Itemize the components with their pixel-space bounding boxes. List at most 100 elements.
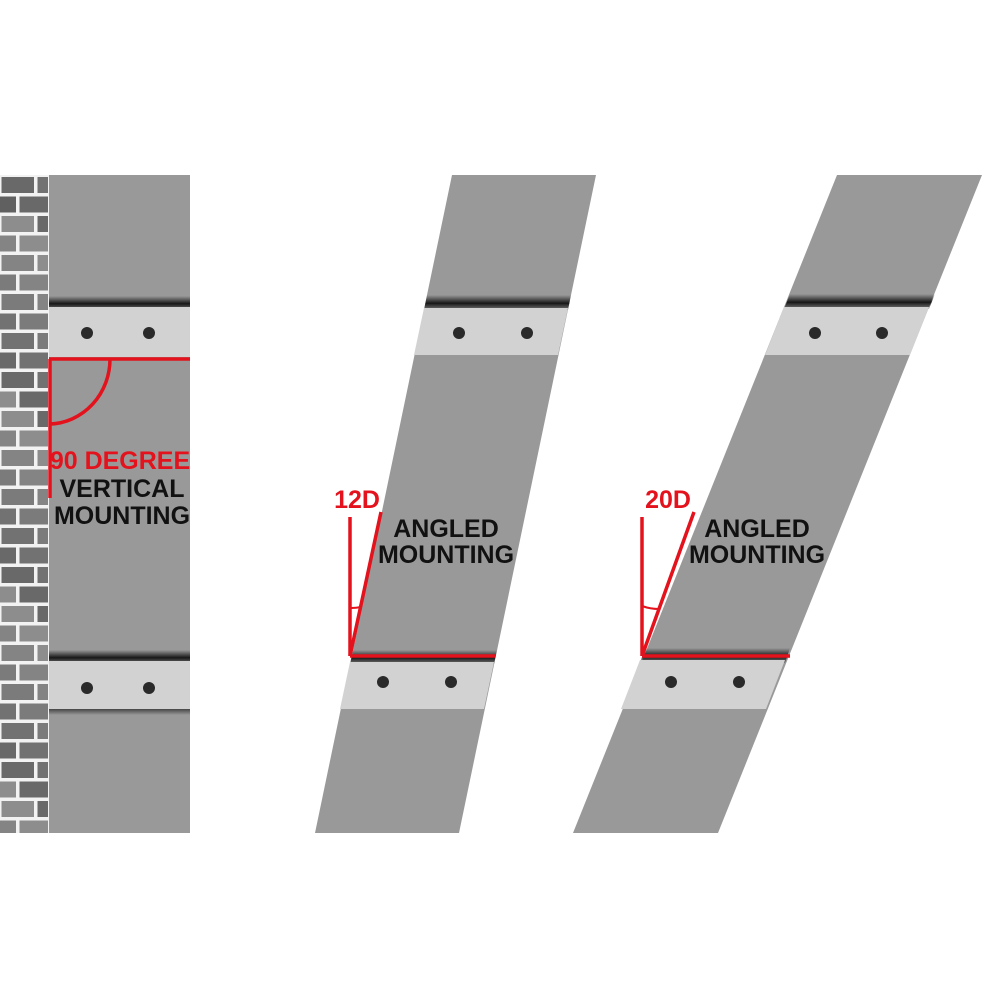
angled-20-label-line1: ANGLED bbox=[704, 515, 810, 543]
angled-20-bottom-bracket bbox=[621, 660, 785, 709]
bolt-hole-icon bbox=[143, 327, 155, 339]
brick bbox=[37, 684, 48, 700]
brick bbox=[0, 391, 16, 408]
brick bbox=[1, 177, 34, 193]
angled-12-ref-slope bbox=[348, 511, 383, 657]
brick bbox=[19, 508, 48, 525]
brick bbox=[1, 333, 34, 349]
brick bbox=[19, 391, 48, 408]
angled-20-panel-body bbox=[573, 175, 982, 833]
brick bbox=[1, 216, 34, 232]
brick bbox=[0, 196, 16, 213]
panel-vertical: 90 DEGREE VERTICAL MOUNTING bbox=[48, 175, 190, 833]
brick bbox=[37, 762, 48, 778]
vertical-bottom-shadow bbox=[49, 650, 190, 664]
brick bbox=[1, 684, 34, 700]
brick bbox=[19, 235, 48, 252]
brick bbox=[37, 177, 48, 193]
brick bbox=[37, 528, 48, 544]
angled-12-bottom-bracket bbox=[340, 662, 494, 709]
brick bbox=[19, 352, 48, 369]
brick bbox=[1, 801, 34, 817]
brick bbox=[0, 469, 16, 486]
brick bbox=[0, 820, 16, 833]
brick bbox=[0, 664, 16, 681]
vertical-bottom-bracket bbox=[49, 661, 190, 709]
brick bbox=[37, 216, 48, 232]
brick bbox=[19, 196, 48, 213]
panel-angled-12: 12D ANGLED MOUNTING bbox=[315, 175, 596, 833]
bolt-hole-icon bbox=[876, 327, 888, 339]
brick bbox=[1, 255, 34, 271]
brick bbox=[19, 274, 48, 291]
brick bbox=[0, 703, 16, 720]
brick bbox=[0, 313, 16, 330]
brick bbox=[0, 430, 16, 447]
vertical-angle-label: 90 DEGREE bbox=[50, 447, 190, 475]
brick bbox=[1, 411, 34, 427]
brick bbox=[0, 625, 16, 642]
brick bbox=[19, 703, 48, 720]
brick bbox=[1, 606, 34, 622]
brick bbox=[0, 742, 16, 759]
vertical-top-bracket bbox=[49, 307, 190, 357]
vertical-label-line2: MOUNTING bbox=[54, 502, 190, 530]
brick bbox=[37, 801, 48, 817]
brick bbox=[37, 333, 48, 349]
angled-12-angle-label: 12D bbox=[334, 486, 380, 514]
brick bbox=[37, 645, 48, 661]
brick bbox=[1, 489, 34, 505]
brick bbox=[19, 313, 48, 330]
bolt-hole-icon bbox=[445, 676, 457, 688]
panel-angled-20: 20D ANGLED MOUNTING bbox=[573, 175, 982, 833]
bolt-hole-icon bbox=[521, 327, 533, 339]
brick bbox=[19, 547, 48, 564]
angled-12-label-line1: ANGLED bbox=[393, 515, 499, 543]
brick bbox=[0, 352, 16, 369]
angled-12-top-shadow bbox=[424, 295, 571, 310]
brick bbox=[1, 645, 34, 661]
brick bbox=[19, 469, 48, 486]
brick bbox=[19, 820, 48, 833]
vertical-label-line1: VERTICAL bbox=[60, 475, 185, 503]
vertical-top-shadow bbox=[49, 296, 190, 310]
angled-20-angle-label: 20D bbox=[645, 486, 691, 514]
brick bbox=[19, 430, 48, 447]
brick bbox=[19, 781, 48, 798]
brick bbox=[1, 294, 34, 310]
brick bbox=[19, 625, 48, 642]
brick bbox=[0, 547, 16, 564]
bolt-hole-icon bbox=[143, 682, 155, 694]
brick bbox=[1, 450, 34, 466]
brick bbox=[37, 450, 48, 466]
brick bbox=[37, 489, 48, 505]
brick bbox=[1, 762, 34, 778]
angled-12-label-line2: MOUNTING bbox=[378, 541, 514, 569]
bolt-hole-icon bbox=[453, 327, 465, 339]
brick bbox=[0, 508, 16, 525]
brick bbox=[37, 606, 48, 622]
bolt-hole-icon bbox=[665, 676, 677, 688]
brick bbox=[0, 586, 16, 603]
brick bbox=[19, 742, 48, 759]
angled-20-angle-arc bbox=[641, 605, 660, 610]
brick bbox=[1, 372, 34, 388]
brick bbox=[1, 723, 34, 739]
bolt-hole-icon bbox=[81, 327, 93, 339]
bolt-hole-icon bbox=[377, 676, 389, 688]
angled-20-top-bracket bbox=[765, 307, 929, 355]
brick bbox=[19, 664, 48, 681]
angled-20-ref-slope bbox=[640, 511, 696, 657]
brick-wall-icon bbox=[0, 175, 49, 833]
brick bbox=[37, 723, 48, 739]
brick bbox=[37, 294, 48, 310]
angled-12-angle-arc bbox=[349, 606, 362, 610]
brick bbox=[0, 274, 16, 291]
vertical-angle-arc bbox=[49, 358, 112, 426]
brick bbox=[37, 411, 48, 427]
brick bbox=[37, 567, 48, 583]
vertical-panel-body bbox=[49, 175, 190, 833]
bolt-hole-icon bbox=[733, 676, 745, 688]
